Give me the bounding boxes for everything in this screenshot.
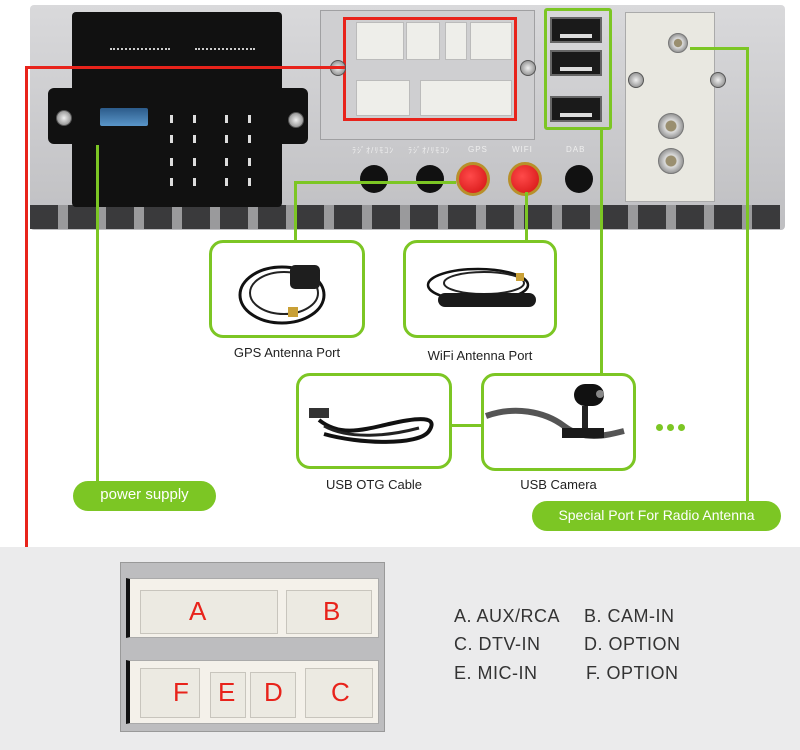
- port-label: WIFI: [512, 145, 533, 154]
- wifi-antenna-jack[interactable]: [508, 162, 542, 196]
- connector-letter-a: A: [189, 596, 207, 626]
- harness-highlight-box: [343, 17, 517, 121]
- fuse-icon: [100, 108, 148, 126]
- iso-pin: [248, 158, 251, 166]
- usb-otg-card: [296, 373, 452, 469]
- iso-pin: [225, 115, 228, 123]
- connector-letter-d: D: [264, 677, 283, 707]
- more-accessories-indicator: ...: [656, 424, 685, 431]
- socket-d[interactable]: [250, 672, 296, 718]
- harness-socket[interactable]: [406, 22, 440, 60]
- gps-antenna-icon: [238, 265, 326, 325]
- screw-icon: [628, 72, 644, 88]
- wifi-antenna-icon: [426, 267, 536, 307]
- radio-antenna-coax-port[interactable]: [668, 33, 688, 53]
- usb-otg-caption: USB OTG Cable: [325, 477, 423, 492]
- ellipsis-dot: [667, 424, 674, 431]
- screw-icon: [288, 112, 304, 128]
- iso-pin: [225, 158, 228, 166]
- iso-pin: [193, 135, 196, 143]
- iso-pin: [170, 115, 173, 123]
- port-label: GPS: [468, 145, 488, 154]
- iso-pins-row: [110, 48, 170, 50]
- iso-pins-row: [195, 48, 255, 50]
- usb-port[interactable]: [550, 17, 602, 43]
- connector-letter-c: C: [331, 677, 350, 707]
- dab-jack[interactable]: [565, 165, 593, 193]
- usb-link-line: [450, 424, 483, 427]
- iso-pin: [193, 178, 196, 186]
- heat-sink-fins: [30, 205, 780, 229]
- usb-camera-card: [481, 373, 636, 471]
- iso-pin: [225, 135, 228, 143]
- legend-item-e: E. MIC-IN: [454, 663, 538, 683]
- iso-pin: [170, 158, 173, 166]
- screw-icon: [520, 60, 536, 76]
- usb-port[interactable]: [550, 96, 602, 122]
- port-label: DAB: [566, 145, 586, 154]
- connector-letter-f: F: [173, 677, 189, 707]
- wifi-antenna-card: [403, 240, 557, 338]
- legend-item-b: B. CAM-IN: [584, 606, 675, 626]
- socket-c[interactable]: [305, 668, 373, 718]
- radio-remote-jack[interactable]: [360, 165, 388, 193]
- iso-pin: [248, 135, 251, 143]
- usb-ports-highlight-box: [544, 8, 612, 130]
- radio-antenna-label: Special Port For Radio Antenna: [532, 501, 781, 531]
- iso-pin: [170, 135, 173, 143]
- iso-pin: [170, 178, 173, 186]
- port-label: ﾗｼﾞｵ/ﾘﾓｺﾝ: [408, 146, 451, 155]
- harness-link-line: [25, 66, 345, 69]
- iso-pin: [248, 178, 251, 186]
- legend-item-c: C. DTV-IN: [454, 634, 541, 654]
- harness-socket[interactable]: [356, 22, 404, 60]
- socket-e[interactable]: [210, 672, 246, 718]
- usb-port[interactable]: [550, 50, 602, 76]
- iso-pin: [193, 158, 196, 166]
- gps-line: [294, 181, 456, 184]
- radio-remote-jack[interactable]: [416, 165, 444, 193]
- radio-antenna-line: [746, 47, 749, 502]
- harness-link-line: [25, 66, 28, 609]
- iso-pin: [225, 178, 228, 186]
- wifi-line: [525, 192, 528, 242]
- coax-port[interactable]: [658, 148, 684, 174]
- connector-letter-e: E: [218, 677, 236, 707]
- legend-item-f: F. OPTION: [586, 663, 679, 683]
- harness-socket[interactable]: [470, 22, 512, 60]
- iso-pin: [248, 115, 251, 123]
- power-supply-line: [96, 145, 99, 485]
- power-supply-label: power supply: [73, 481, 216, 511]
- usb-line: [600, 130, 603, 375]
- coax-port[interactable]: [658, 113, 684, 139]
- harness-socket[interactable]: [445, 22, 467, 60]
- harness-socket[interactable]: [356, 80, 410, 116]
- connector-letter-b: B: [323, 596, 341, 626]
- iso-pin: [193, 115, 196, 123]
- screw-icon: [56, 110, 72, 126]
- ellipsis-dot: [656, 424, 663, 431]
- gps-antenna-caption: GPS Antenna Port: [233, 345, 341, 360]
- radio-antenna-line: [690, 47, 748, 50]
- screw-icon: [710, 72, 726, 88]
- harness-socket[interactable]: [420, 80, 512, 116]
- usb-camera-caption: USB Camera: [520, 477, 597, 492]
- socket-a[interactable]: [140, 590, 278, 634]
- ellipsis-dot: [678, 424, 685, 431]
- gps-antenna-jack[interactable]: [456, 162, 490, 196]
- usb-camera-icon: [484, 384, 625, 439]
- socket-b[interactable]: [286, 590, 372, 634]
- legend-item-d: D. OPTION: [584, 634, 681, 654]
- socket-f[interactable]: [140, 668, 200, 718]
- legend-item-a: A. AUX/RCA: [454, 606, 561, 626]
- wifi-antenna-caption: WiFi Antenna Port: [427, 348, 533, 363]
- gps-line: [294, 181, 297, 241]
- usb-cable-icon: [309, 408, 434, 444]
- port-label: ﾗｼﾞｵ/ﾘﾓｺﾝ: [352, 146, 395, 155]
- gps-antenna-card: [209, 240, 365, 338]
